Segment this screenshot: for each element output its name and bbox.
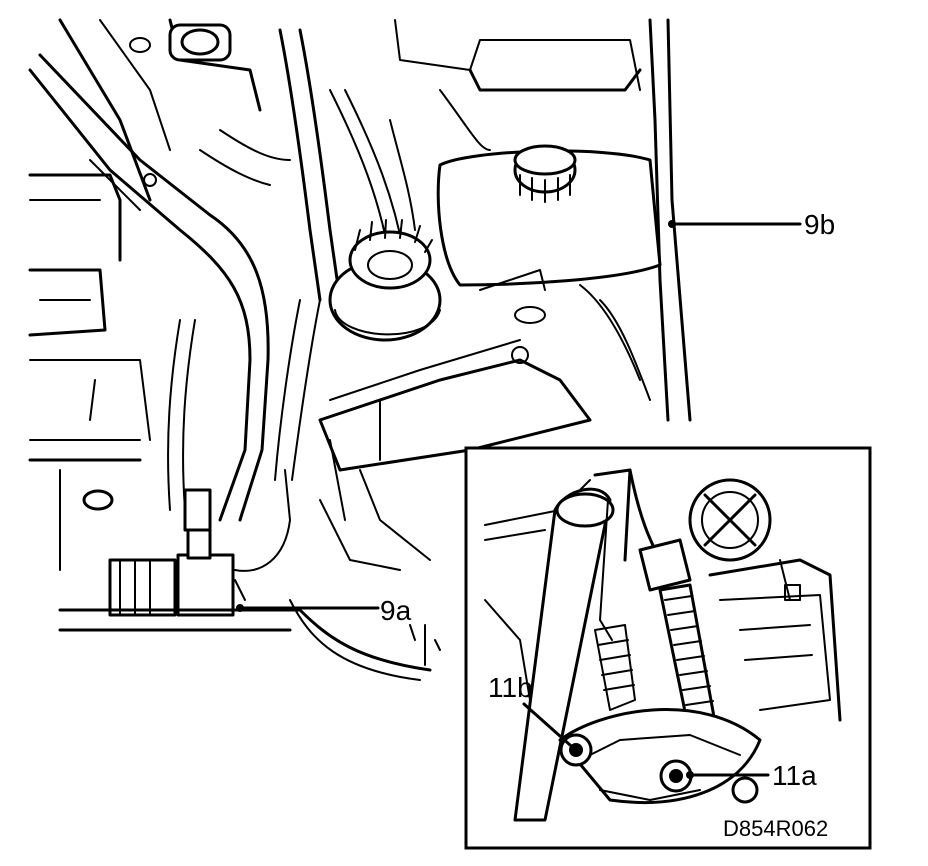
inset-support-arm — [513, 468, 632, 822]
connector-block — [58, 469, 432, 672]
left-body-panel — [28, 173, 151, 571]
pump-gear — [328, 219, 442, 342]
leader-9b-dot — [668, 220, 676, 228]
main-view — [28, 18, 692, 681]
callout-9a: 9a — [380, 595, 412, 626]
callout-11a: 11a — [772, 760, 817, 791]
detail-inset: 11b 11a D854R062 — [464, 446, 872, 850]
leader-11a-dot — [686, 771, 694, 779]
coolant-reservoir — [436, 144, 662, 401]
callout-9b: 9b — [804, 209, 835, 240]
callout-11b: 11b — [488, 672, 533, 703]
intake-pipe — [28, 53, 270, 522]
inset-background — [484, 478, 842, 722]
inset-lever — [558, 708, 762, 804]
figure-reference-code: D854R062 — [723, 816, 828, 841]
battery-box — [318, 339, 592, 561]
leader-9a-dot — [236, 604, 244, 612]
lower-engine-details — [289, 499, 441, 681]
filler-cap-top — [129, 23, 232, 62]
leader-11b — [522, 702, 572, 747]
